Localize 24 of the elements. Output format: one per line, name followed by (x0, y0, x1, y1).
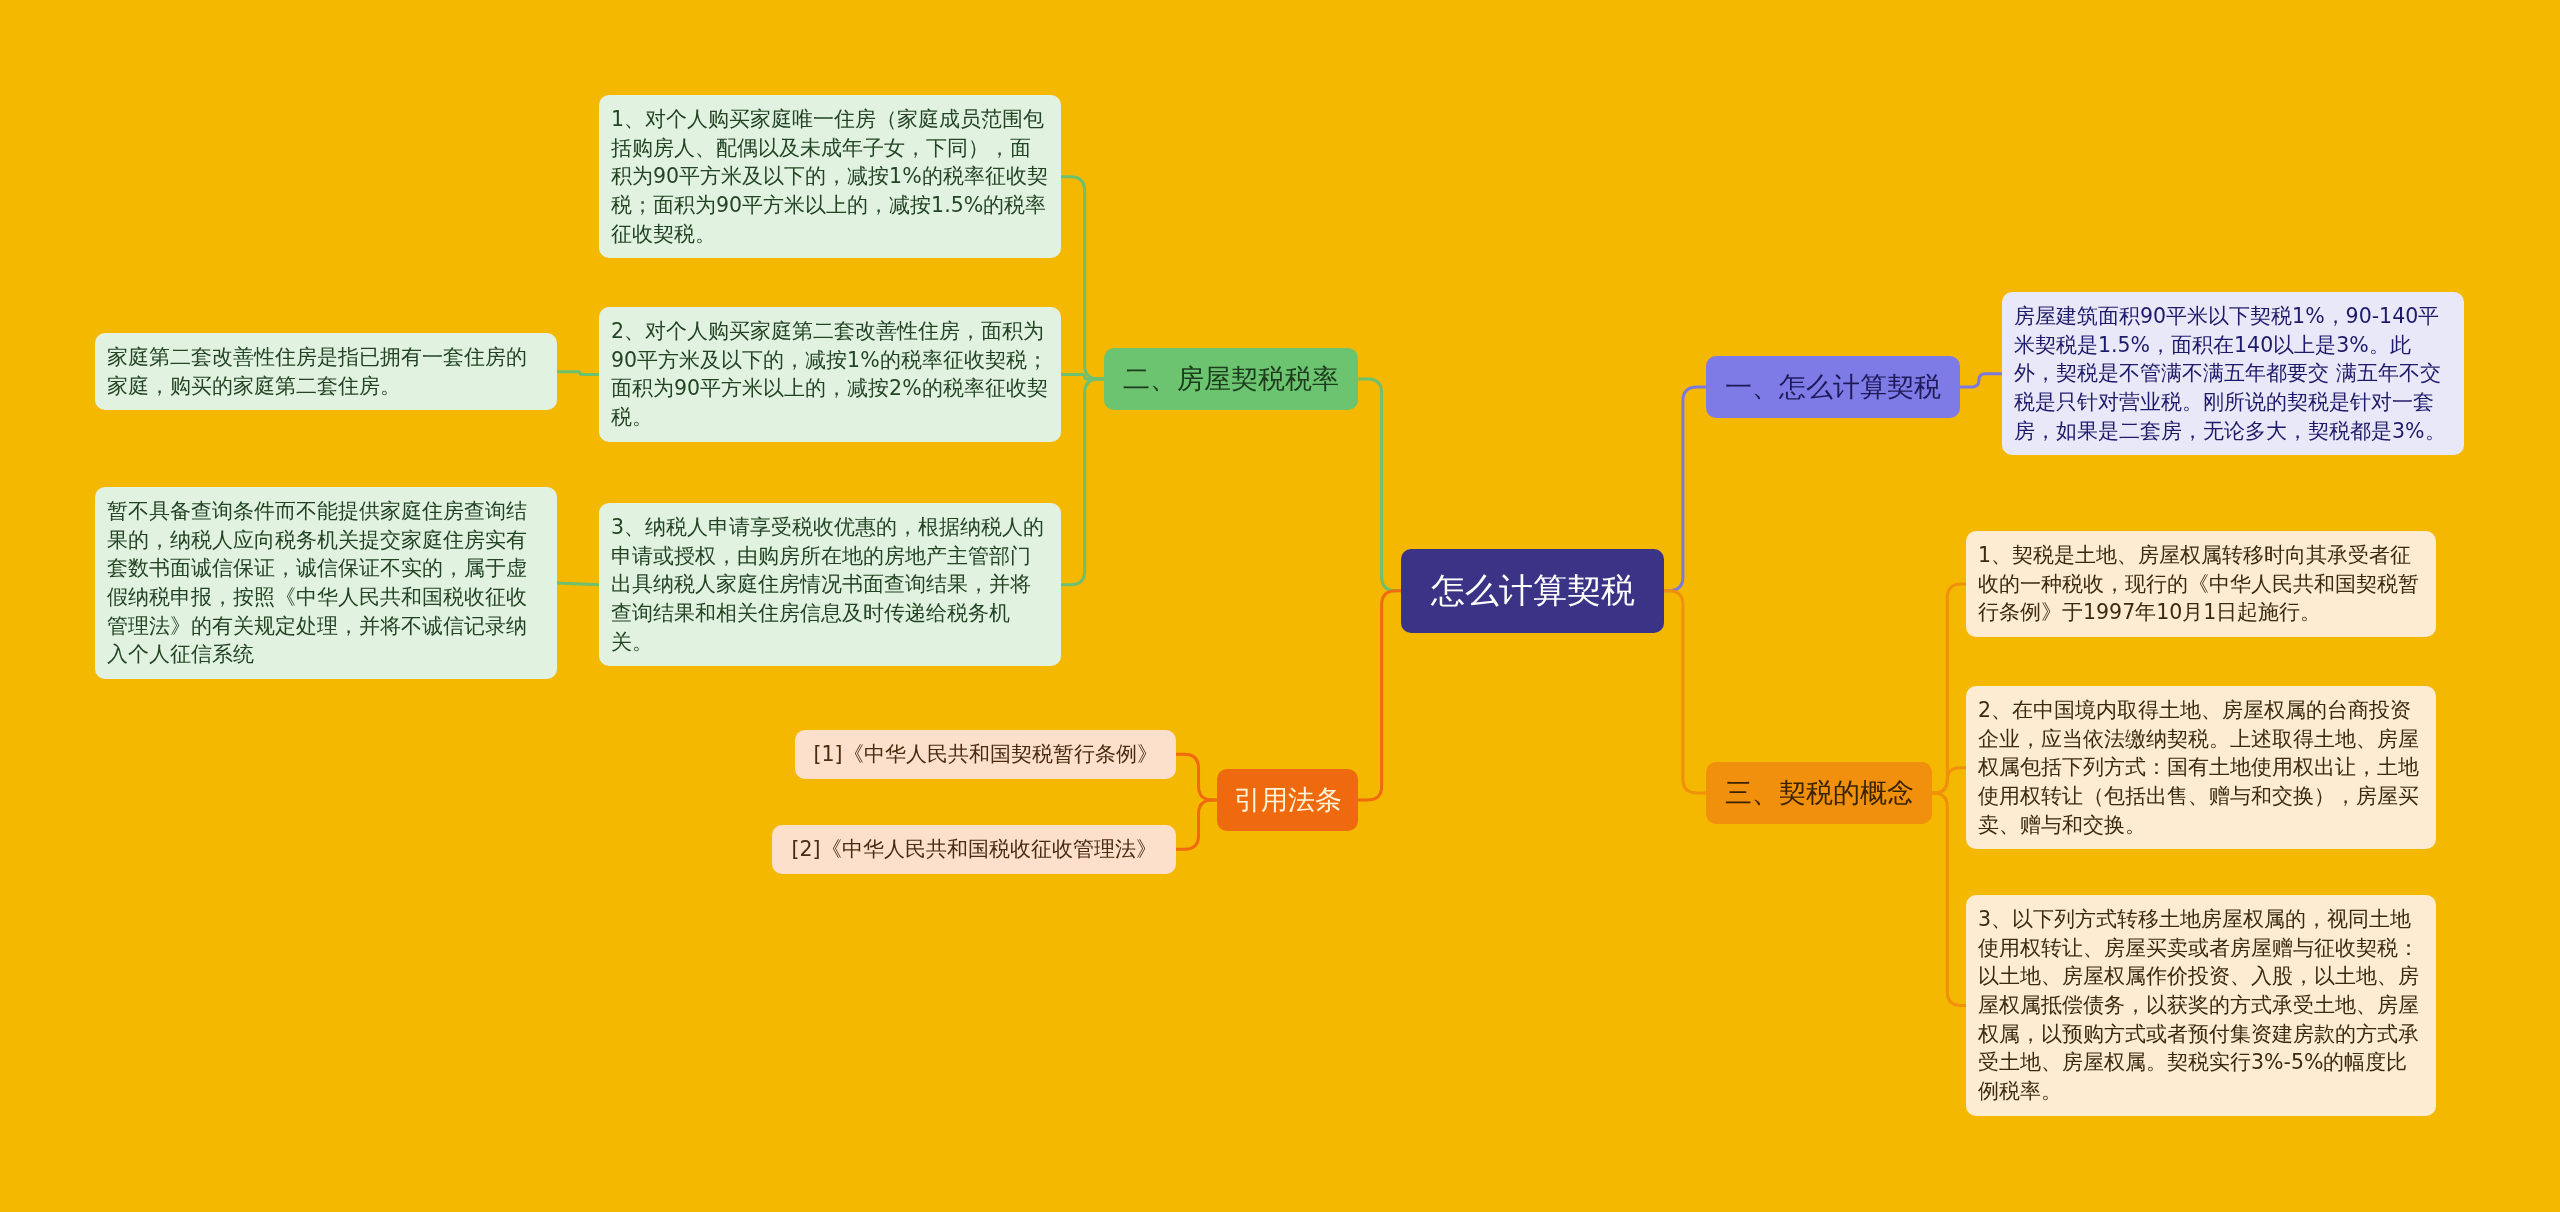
text-box: 3、纳税人申请享受税收优惠的，根据纳税人的申请或授权，由购房所在地的房地产主管部门出具纳税人家庭住房情况书面查询结果，并将查询结果和相关住房信息及时传递给税务机关。 (599, 503, 1061, 667)
topic-box: 引用法条 (1217, 769, 1358, 831)
text-box: 1、对个人购买家庭唯一住房（家庭成员范围包括购房人、配偶以及未成年子女，下同），面积为90平方米及以下的，减按1%的税率征收契税；面积为90平方米以上的，减按1.5%的税率征收契税。 (599, 95, 1061, 259)
text-box: 1、契税是土地、房屋权属转移时向其承受者征收的一种税收，现行的《中华人民共和国契税暂行条例》于1997年10月1日起施行。 (1966, 531, 2436, 638)
root-topic-box: 怎么计算契税 (1401, 549, 1664, 633)
connector-line (1931, 791, 1966, 1007)
connector-line (1960, 372, 2002, 389)
connector-line (1932, 766, 1966, 795)
topic-box: 二、房屋契税税率 (1104, 348, 1358, 410)
text-box: 家庭第二套改善性住房是指已拥有一套住房的家庭，购买的家庭第二套住房。 (95, 333, 557, 411)
text-box: [1]《中华人民共和国契税暂行条例》 (795, 730, 1176, 779)
text-box: [2]《中华人民共和国税收征收管理法》 (772, 825, 1176, 874)
text-box: 房屋建筑面积90平米以下契税1%，90-140平米契税是1.5%，面积在140以上是3%。此外，契税是不管满不满五年都要交 满五年不交税是只针对营业税。刚所说的契税是针对一套房，如果是二套房，无论多大，契税都是3%。 (2002, 292, 2464, 456)
connector-line (1358, 589, 1401, 802)
connector-line (557, 370, 599, 376)
topic-box: 一、怎么计算契税 (1706, 356, 1960, 418)
topic-box: 三、契税的概念 (1706, 762, 1932, 824)
text-box: 2、在中国境内取得土地、房屋权属的台商投资企业，应当依法缴纳契税。上述取得土地、房屋权属包括下列方式：国有土地使用权出让，土地使用权转让（包括出售、赠与和交换），房屋买卖、赠与和交换。 (1966, 686, 2436, 850)
connector-line (556, 581, 600, 587)
connector-line (1664, 589, 1706, 795)
text-box: 3、以下列方式转移土地房屋权属的，视同土地使用权转让、房屋买卖或者房屋赠与征收契税：以土地、房屋权属作价投资、入股，以土地、房屋权属抵偿债务，以获奖的方式承受土地、房屋权属，以预购方式或者预付集资建房款的方式承受土地、房屋权属。契税实行3%-5%的幅度比例税率。 (1966, 895, 2436, 1116)
text-box: 2、对个人购买家庭第二套改善性住房，面积为90平方米及以下的，减按1%的税率征收契税；面积为90平方米以上的，减按2%的税率征收契税。 (599, 307, 1061, 442)
connector-line (1061, 377, 1104, 587)
text-box: 暂不具备查询条件而不能提供家庭住房查询结果的，纳税人应向税务机关提交家庭住房实有套数书面诚信保证，诚信保证不实的，属于虚假纳税申报，按照《中华人民共和国税收征收管理法》的有关规定处理，并将不诚信记录纳入个人征信系统 (95, 487, 557, 680)
